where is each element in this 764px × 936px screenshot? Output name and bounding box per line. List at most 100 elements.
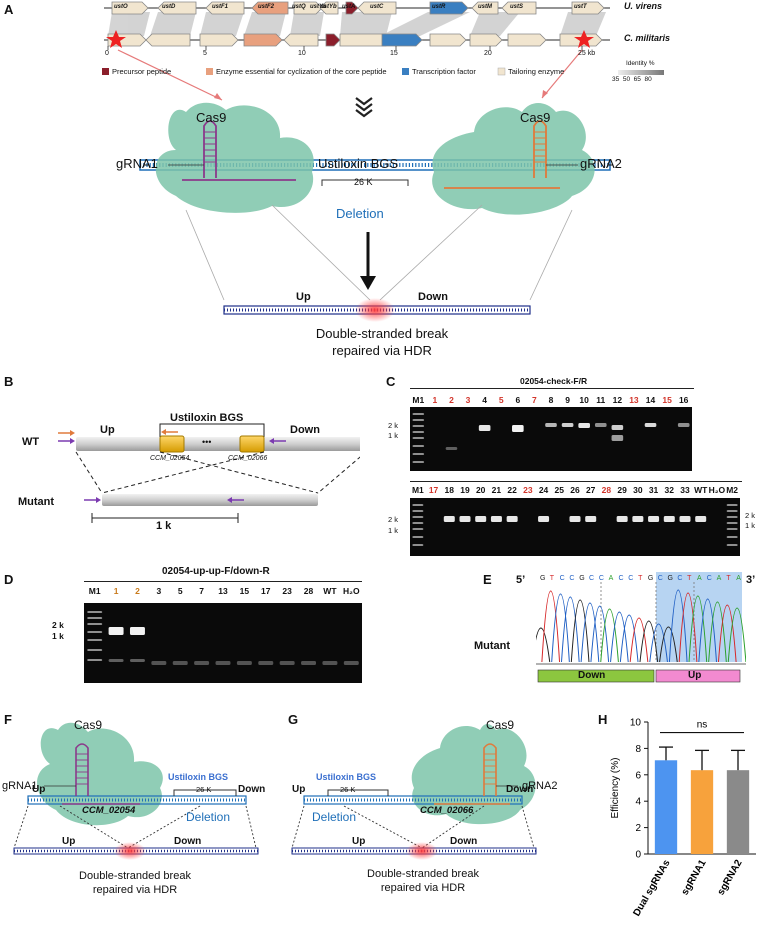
sequence-base: C: [628, 575, 634, 582]
g-up2-label: Up: [352, 836, 366, 847]
chromatogram-peak: [561, 596, 580, 663]
gel-d-lane-label-2: 2: [135, 586, 140, 596]
cas9-right-label: Cas9: [520, 110, 551, 125]
legend-enzyme: Enzyme essential for cyclization of the …: [216, 67, 387, 76]
gene-label-ustYa: ustYa: [310, 4, 327, 10]
sequence-base: T: [549, 575, 555, 582]
gel-c1-lane-label-16: 16: [678, 395, 689, 405]
gel-band: [412, 510, 424, 512]
gel-c1-lane-label-10: 10: [579, 395, 589, 405]
bar-2: [726, 770, 750, 854]
bar-0: [654, 760, 678, 854]
gel-d-lane-label-7: 15: [239, 586, 250, 596]
gel-c1-lane-label-6: 6: [515, 395, 521, 405]
gel-c2-lane-label-9: 25: [554, 485, 564, 495]
gel-c2-lane-label-5: 21: [491, 485, 502, 495]
cas9-left-label: Cas9: [196, 110, 227, 125]
gel-band: [578, 423, 590, 428]
x-tick-label: sgRNA2: [716, 858, 745, 898]
f-up-label: Up: [32, 784, 46, 795]
gel-band: [726, 544, 738, 546]
e-up-label: Up: [688, 670, 702, 681]
gel-band: [301, 661, 317, 665]
gel-band: [445, 447, 458, 450]
gel-band: [726, 528, 738, 530]
chromatogram-peak: [668, 589, 688, 663]
gel-c1-lane-label-0: M1: [412, 395, 425, 405]
c-title-rule: [410, 388, 694, 389]
gel-band: [412, 522, 424, 524]
gel-c2-lane-label-2: 18: [444, 485, 454, 495]
g-down2-label: Down: [450, 836, 478, 847]
gel-band: [663, 516, 675, 522]
chromatogram-peak: [639, 620, 659, 663]
deletion-label: Deletion: [336, 206, 384, 221]
b-dots: •••: [202, 437, 212, 447]
gene-ccm02054: CCM_02054: [150, 455, 190, 462]
gel-band: [616, 516, 628, 522]
panel-g-letter: G: [288, 712, 299, 727]
gel-band: [506, 516, 518, 522]
chromatogram-peak: [688, 595, 708, 663]
gene-label-ustM: ustM: [478, 4, 492, 10]
gel-band: [87, 631, 103, 633]
g-repair-line1: Double-stranded break: [367, 868, 479, 880]
y-tick-label: 0: [635, 850, 641, 861]
panel-f-figure: [13, 722, 259, 860]
panel-d-title: 02054-up-up-F/down-R: [162, 566, 270, 577]
f-gene-label: CCM_02054: [82, 805, 136, 816]
chromatogram-peak: [649, 623, 668, 663]
sequence-base: A: [736, 575, 741, 582]
gel-band: [172, 661, 188, 665]
scale-5: 5: [203, 50, 207, 57]
gel-band: [108, 627, 124, 635]
sequence-base: A: [608, 575, 614, 582]
gel-band: [87, 639, 103, 641]
g-size-label: 26 K: [340, 785, 356, 794]
chromatogram: [536, 572, 746, 683]
c2-mk2k: 2 k: [388, 515, 399, 524]
gene-label-ustT: ustT: [574, 4, 587, 10]
gel-c2-lane-label-16: 32: [664, 485, 674, 495]
gel-band: [129, 659, 145, 662]
gel-d-lane-label-4: 5: [177, 586, 183, 596]
sequence-base: C: [559, 575, 565, 582]
repair-line1: Double-stranded break: [315, 326, 449, 341]
f-repair-line2: repaired via HDR: [92, 884, 178, 896]
gel-band: [726, 522, 738, 524]
gel-band: [695, 516, 707, 522]
chromatogram-peak: [541, 590, 561, 663]
f-down2-label: Down: [174, 836, 202, 847]
panel-c-letter: C: [386, 374, 396, 389]
chromatogram-peak: [708, 601, 727, 663]
gel-band: [726, 516, 738, 518]
chromatogram-peak: [619, 614, 639, 663]
gene-label-ustQ: ustQ: [292, 4, 306, 10]
sequence-base: A: [716, 575, 722, 582]
gel-band: [443, 516, 455, 522]
identity-ticks: 35 50 65 80: [612, 76, 652, 83]
gel-band: [412, 516, 424, 518]
panel-a-figure: [102, 1, 664, 322]
sequence-base: C: [677, 575, 683, 582]
gel-c2-lane-label-8: 24: [538, 485, 549, 495]
g-down-label: Down: [506, 784, 534, 795]
f-up2-label: Up: [62, 836, 76, 847]
gel-band: [611, 425, 624, 430]
g-gene-label: CCM_02066: [420, 805, 474, 816]
bgs-label: Ustiloxin BGS: [318, 156, 399, 171]
gel-band: [322, 661, 338, 665]
y-tick-label: 10: [630, 718, 642, 729]
gel-c2-lane-label-14: 30: [633, 485, 643, 495]
gel-band: [561, 423, 574, 427]
gel-c1-lane-label-12: 12: [612, 395, 623, 405]
sequence-base: C: [569, 575, 575, 582]
c1-mk1k: 1 k: [388, 431, 399, 440]
scale-25: 25 kb: [578, 50, 596, 57]
repair-line2: repaired via HDR: [332, 343, 432, 358]
gel-band: [611, 435, 624, 441]
panel-f-letter: F: [4, 712, 12, 727]
legend-precursor: Precursor peptide: [112, 67, 172, 76]
